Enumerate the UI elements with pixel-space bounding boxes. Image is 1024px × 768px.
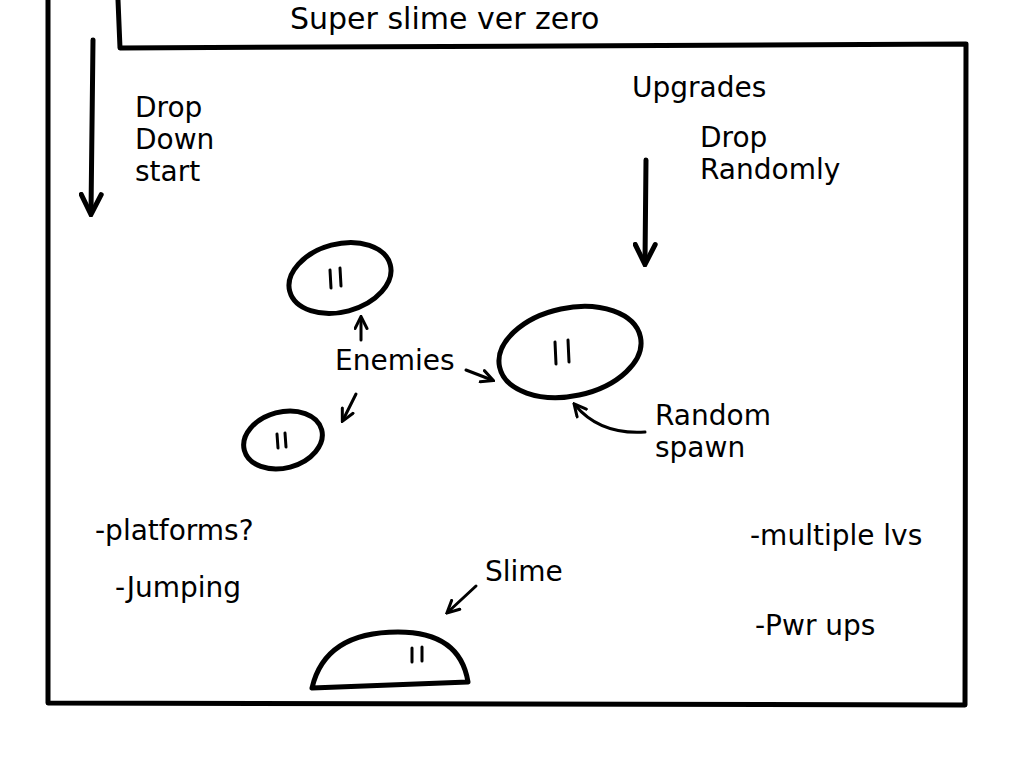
pointer-label: Slime — [485, 556, 595, 588]
enemy-slime — [281, 232, 399, 325]
player-slime — [312, 632, 468, 688]
feature-item: -Pwr ups — [755, 610, 935, 642]
leader-arrow — [360, 318, 363, 340]
enemy-slime — [490, 294, 649, 410]
enemy-slime — [237, 403, 329, 478]
pointer-label: Enemies — [335, 345, 470, 377]
note-text: Drop Randomly — [700, 122, 870, 186]
leader-arrow — [466, 370, 492, 380]
note-text: Drop Down start — [135, 92, 255, 189]
drop-arrow — [645, 160, 646, 262]
drop-arrow — [91, 40, 93, 212]
feature-item: -platforms? — [95, 515, 315, 547]
pointer-label: Random spawn — [655, 400, 815, 464]
feature-item: -multiple lvs — [750, 520, 930, 552]
leader-arrow — [575, 405, 645, 432]
feature-item: -Jumping — [115, 572, 315, 604]
sketch-title: Super slime ver zero — [290, 2, 599, 37]
leader-arrow — [448, 586, 476, 612]
leader-arrow — [343, 394, 356, 420]
game-frame — [48, 0, 966, 705]
slime-eyes — [277, 268, 569, 662]
note-text: Upgrades — [632, 72, 802, 104]
